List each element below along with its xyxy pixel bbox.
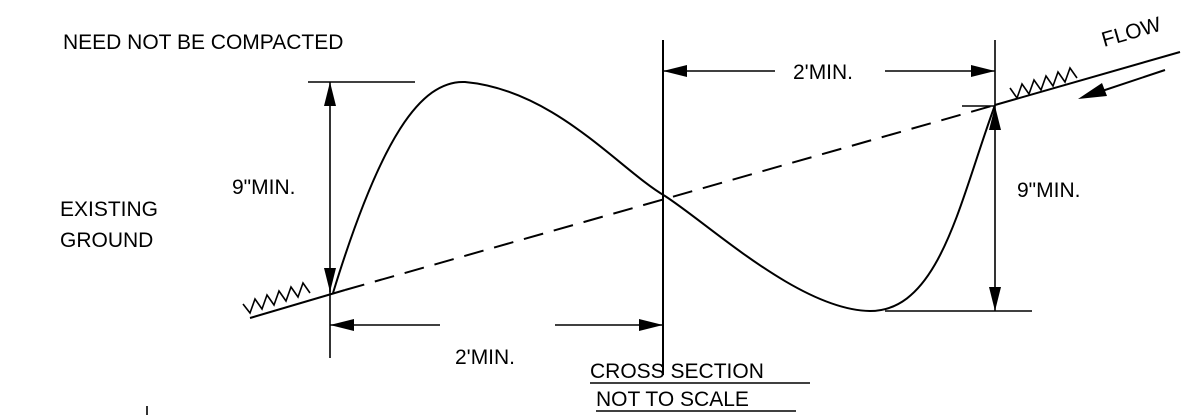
- top-dimension-label: 2'MIN.: [793, 61, 853, 84]
- existing-ground-label-line2: GROUND: [60, 229, 153, 252]
- top-dim-arrow-left: [663, 65, 687, 77]
- flow-label: FLOW: [1099, 13, 1164, 52]
- top-dim-arrow-right: [971, 65, 995, 77]
- right-dim-arrow-bottom: [989, 287, 1001, 311]
- berm-swale-profile: [332, 80, 996, 313]
- ground-line-left: [249, 289, 346, 319]
- existing-ground-dashed-line: [344, 104, 996, 291]
- flow-arrow-head: [1078, 83, 1107, 99]
- right-height-label: 9"MIN.: [1017, 179, 1080, 202]
- bottom-dim-arrow-left: [330, 319, 354, 331]
- bottom-dimension-label: 2'MIN.: [455, 346, 515, 369]
- need-not-compacted-note: NEED NOT BE COMPACTED: [63, 31, 343, 54]
- right-dim-arrow-top: [989, 106, 1001, 130]
- existing-ground-label-line1: EXISTING: [60, 198, 158, 221]
- bottom-dim-arrow-right: [639, 319, 663, 331]
- grass-hatch-right: [1009, 66, 1078, 100]
- left-dim-arrow-bottom: [324, 268, 336, 292]
- left-height-label: 9"MIN.: [232, 176, 295, 199]
- section-subtitle: NOT TO SCALE: [596, 388, 749, 411]
- ground-line-right: [994, 51, 1181, 106]
- grass-hatch-left: [242, 281, 311, 315]
- section-title: CROSS SECTION: [590, 360, 764, 383]
- left-dim-arrow-top: [324, 82, 336, 106]
